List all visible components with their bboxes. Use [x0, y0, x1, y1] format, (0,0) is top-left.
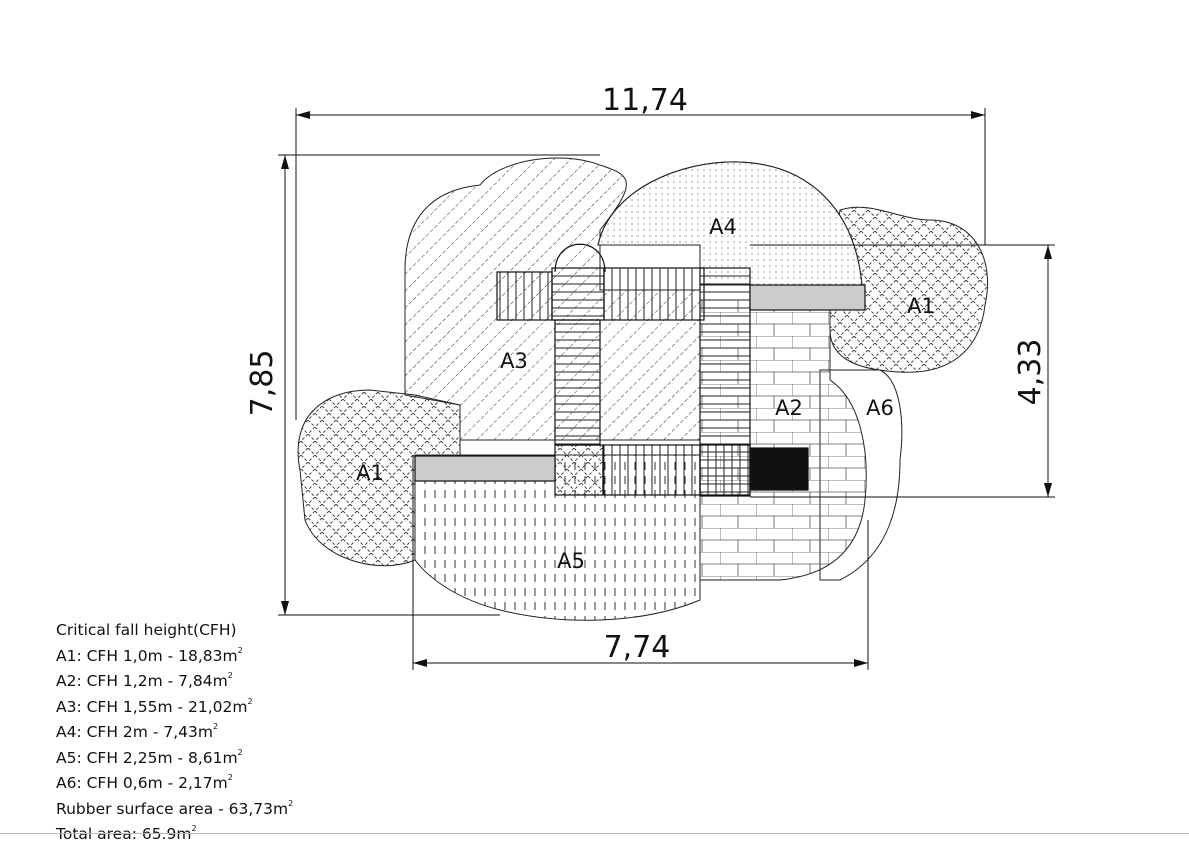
legend-row: A5: CFH 2,25m - 8,61m2: [56, 747, 243, 767]
legend: Critical fall height(CFH) A1: CFH 1,0m -…: [56, 620, 293, 845]
area-a1-right: [829, 206, 989, 373]
area-label-a4: A4: [709, 215, 737, 239]
area-label-a1-right: A1: [907, 294, 935, 318]
legend-row: Total area: 65.9m2: [56, 824, 197, 843]
dimension-structure-width: 7,74: [604, 630, 671, 665]
bottom-border: [0, 833, 1189, 834]
legend-row: Rubber surface area - 63,73m2: [56, 798, 294, 818]
area-label-a2: A2: [775, 396, 803, 420]
legend-title: Critical fall height(CFH): [56, 621, 237, 639]
legend-row: A1: CFH 1,0m - 18,83m2: [56, 645, 243, 665]
area-label-a3: A3: [500, 349, 528, 373]
area-label-a6: A6: [866, 396, 894, 420]
area-label-a5: A5: [557, 549, 585, 573]
legend-row: A4: CFH 2m - 7,43m2: [56, 722, 219, 741]
dimension-overall-height: 7,85: [245, 350, 280, 417]
legend-row: A6: CFH 0,6m - 2,17m2: [56, 773, 233, 792]
legend-row: A2: CFH 1,2m - 7,84m2: [56, 671, 233, 690]
area-label-a1-left: A1: [356, 461, 384, 485]
dimension-lines: [278, 108, 1055, 670]
dimension-structure-height: 4,33: [1013, 339, 1048, 406]
area-a5: [414, 454, 701, 621]
play-structure: [414, 243, 866, 497]
dimension-overall-width: 11,74: [602, 83, 688, 118]
legend-row: A3: CFH 1,55m - 21,02m2: [56, 696, 253, 716]
